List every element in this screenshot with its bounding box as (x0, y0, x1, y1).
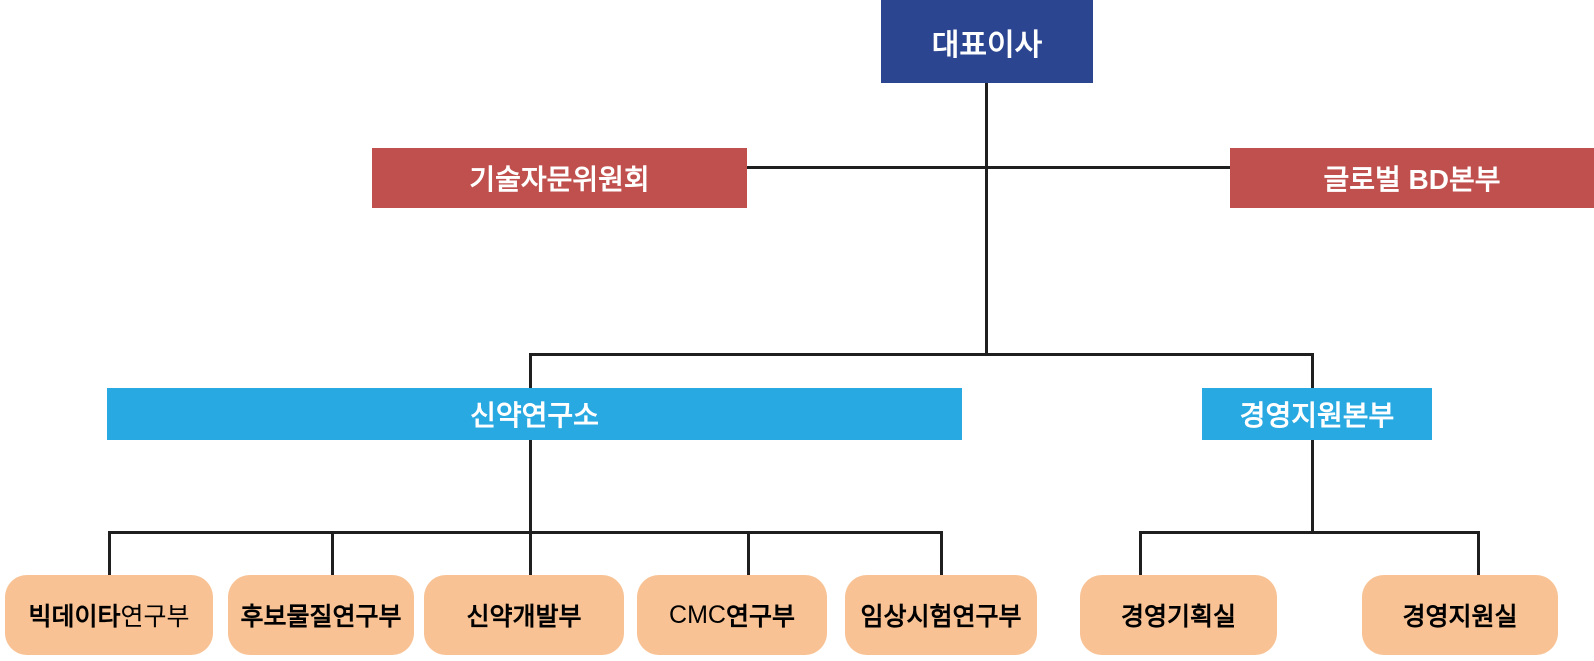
label-part: 빅데이타 (28, 603, 121, 631)
node-management-planning-office: 경영기획실 (1080, 575, 1277, 655)
connector-depts-rail-right (1139, 531, 1480, 534)
connector-depts-rail-left (108, 531, 943, 534)
connector-institute-drop (529, 353, 532, 390)
label-part: 연구부 (120, 603, 190, 631)
connector-drop-cmc (747, 531, 750, 575)
connector-drop-clinical (940, 531, 943, 575)
label-part: 경영기획실 (1120, 603, 1236, 631)
node-tech-advisory-committee: 기술자문위원회 (372, 148, 747, 208)
node-candidate-research-dept: 후보물질연구부 (228, 575, 414, 655)
node-clinical-trial-dept: 임상시험연구부 (845, 575, 1037, 655)
connector-mgmthq-drop (1311, 353, 1314, 390)
connector-level2-horizontal (529, 353, 1314, 356)
node-management-support-hq: 경영지원본부 (1202, 388, 1432, 440)
label-part: 임상시험연구부 (860, 603, 1022, 631)
connector-drop-bigdata (108, 531, 111, 575)
label-part: 연구부 (725, 603, 795, 631)
node-management-support-office: 경영지원실 (1362, 575, 1558, 655)
connector-drop-candidate (331, 531, 334, 575)
connector-ceo-vertical (985, 83, 988, 355)
node-global-bd-division: 글로벌 BD본부 (1230, 148, 1594, 208)
node-ceo: 대표이사 (881, 0, 1093, 83)
label-part: CMC (669, 600, 726, 629)
node-drug-development-dept: 신약개발부 (424, 575, 624, 655)
connector-institute-vertical (529, 440, 532, 575)
label-part: 신약개발부 (466, 603, 582, 631)
node-new-drug-research-institute: 신약연구소 (107, 388, 962, 440)
label-part: 후보물질연구부 (240, 603, 402, 631)
connector-drop-support (1477, 531, 1480, 575)
connector-committee-horizontal (747, 166, 1230, 169)
connector-mgmthq-vertical (1311, 440, 1314, 532)
connector-drop-planning (1139, 531, 1142, 575)
label-part: 경영지원실 (1402, 603, 1518, 631)
